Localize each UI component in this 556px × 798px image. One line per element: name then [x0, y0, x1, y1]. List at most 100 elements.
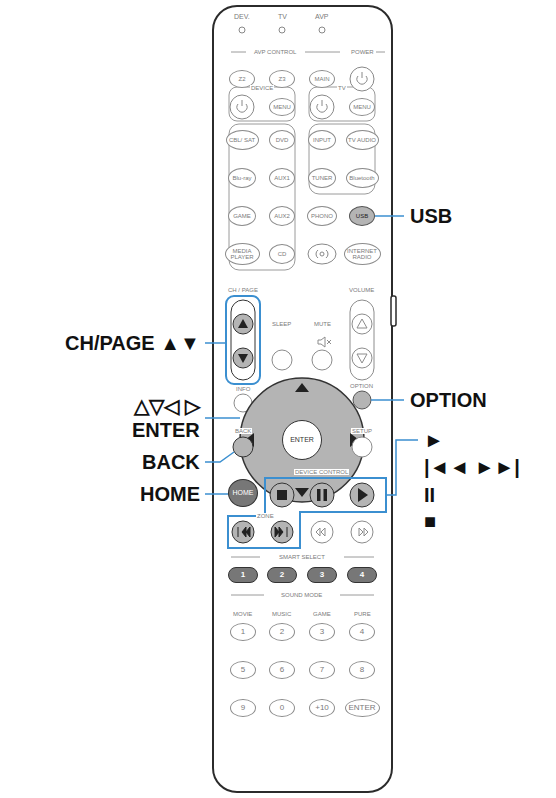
- printed-key-label: DEVICE: [250, 85, 274, 91]
- remote-drawing-part: [351, 521, 373, 543]
- button-text: 2: [280, 628, 284, 636]
- button-text: ENTER: [290, 436, 314, 443]
- remote-button: Bluetooth: [346, 168, 379, 188]
- remote-drawing-part: [312, 350, 332, 370]
- remote-drawing-part: [231, 300, 255, 380]
- remote-drawing-part: [233, 314, 253, 334]
- remote-drawing-part: [386, 440, 418, 495]
- remote-drawing-part: [228, 478, 386, 548]
- remote-drawing-part: [358, 488, 368, 502]
- printed-key-label: SLEEP: [271, 321, 292, 327]
- remote-button: 4: [349, 623, 375, 641]
- printed-key-label: ZONE: [256, 513, 275, 519]
- remote-drawing-part: [231, 595, 264, 596]
- remote-drawing-part: [277, 490, 287, 500]
- remote-button: CBL/ SAT: [226, 130, 259, 150]
- remote-drawing-part: [226, 296, 260, 384]
- remote-button: 1: [228, 567, 258, 583]
- remote-drawing-part: [344, 557, 374, 558]
- button-text: 2: [280, 571, 284, 579]
- remote-drawing-part: [350, 300, 374, 380]
- remote-button: 8: [349, 661, 375, 679]
- button-text: USB: [356, 213, 368, 219]
- remote-button: 1: [230, 623, 256, 641]
- button-text: HOME: [233, 489, 254, 496]
- remote-drawing-part: [310, 95, 334, 119]
- printed-key-label: TV: [277, 13, 288, 20]
- remote-drawing-part: [317, 489, 321, 501]
- remote-drawing-part: [231, 557, 260, 558]
- button-text: AUX1: [274, 175, 290, 181]
- printed-key-label: SOUND MODE: [280, 592, 323, 598]
- remote-drawing-part: [308, 244, 336, 264]
- remote-button: 7: [309, 661, 335, 679]
- button-text: MENU: [273, 104, 291, 110]
- printed-key-label: MUTE: [313, 321, 332, 327]
- button-text: Bluetooth: [349, 175, 374, 181]
- remote-drawing-part: [279, 27, 285, 33]
- callout-label: ■: [424, 511, 436, 531]
- remote-button: MENU: [269, 98, 295, 116]
- button-text: DVD: [276, 137, 289, 143]
- remote-button: 2: [269, 623, 295, 641]
- remote-drawing-part: [352, 348, 372, 368]
- sleep-mute-buttons: [272, 337, 332, 370]
- power-icons: [230, 67, 374, 119]
- button-text: ENTER: [348, 704, 375, 712]
- transport-buttons: [228, 478, 386, 548]
- button-text: 4: [360, 628, 364, 636]
- button-text: 5: [241, 666, 245, 674]
- printed-key-label: MOVIE: [232, 611, 253, 617]
- callout-label: △▽◁ ▷: [134, 396, 200, 416]
- button-text: TV AUDIO: [348, 137, 376, 143]
- remote-drawing-part: [205, 342, 226, 344]
- button-text: CD: [278, 251, 287, 257]
- button-text: 1: [241, 571, 245, 579]
- printed-key-label: AVP: [314, 13, 330, 20]
- remote-drawing-part: [317, 100, 327, 112]
- remote-drawing-part: [316, 528, 325, 536]
- remote-drawing-part: [353, 391, 371, 409]
- remote-drawing-part: [305, 52, 340, 53]
- button-text: INPUT: [313, 137, 331, 143]
- cursor-pad: [240, 378, 364, 502]
- printed-key-label: GAME: [312, 611, 332, 617]
- button-text: 6: [280, 666, 284, 674]
- remote-drawing-part: [272, 350, 292, 370]
- remote-drawing-part: [320, 252, 324, 256]
- printed-key-label: TV: [337, 85, 347, 91]
- remote-button: ENTER: [282, 420, 322, 460]
- remote-drawing-part: [359, 528, 368, 536]
- remote-drawing-part: [238, 319, 248, 328]
- remote-drawing-part: [310, 483, 334, 507]
- button-text: 4: [360, 571, 364, 579]
- remote-drawing-part: [240, 378, 364, 502]
- button-text: AUX2: [274, 213, 290, 219]
- remote-button: TV AUDIO: [346, 130, 379, 150]
- printed-key-label: DEVICE CONTROL: [294, 469, 349, 475]
- remote-drawing-part: [357, 354, 367, 363]
- button-text: 0: [280, 704, 284, 712]
- remote-drawing-part: [238, 354, 248, 363]
- button-text: 3: [320, 571, 324, 579]
- remote-drawing-part: [340, 595, 374, 596]
- printed-key-label: SETUP: [351, 428, 373, 434]
- remote-drawing-part: [324, 489, 328, 501]
- remote-drawing-part: [371, 399, 404, 401]
- remote-drawing-part: [350, 483, 374, 507]
- remote-drawing-part: [245, 383, 359, 497]
- remote-drawing-part: [350, 67, 374, 91]
- button-text: INTERNET RADIO: [345, 248, 380, 261]
- remote-drawing-part: [391, 296, 396, 326]
- remote-button: MENU: [349, 98, 375, 116]
- remote-button: MEDIA PLAYER: [225, 243, 260, 265]
- callout-label: BACK: [142, 452, 200, 472]
- remote-button: 5: [230, 661, 256, 679]
- printed-key-label: SMART SELECT: [278, 554, 326, 560]
- heos-button: [308, 244, 336, 264]
- callout-label: II: [424, 485, 435, 505]
- remote-drawing-part: [205, 452, 234, 462]
- remote-button: 4: [347, 567, 377, 583]
- button-text: Z3: [278, 76, 285, 82]
